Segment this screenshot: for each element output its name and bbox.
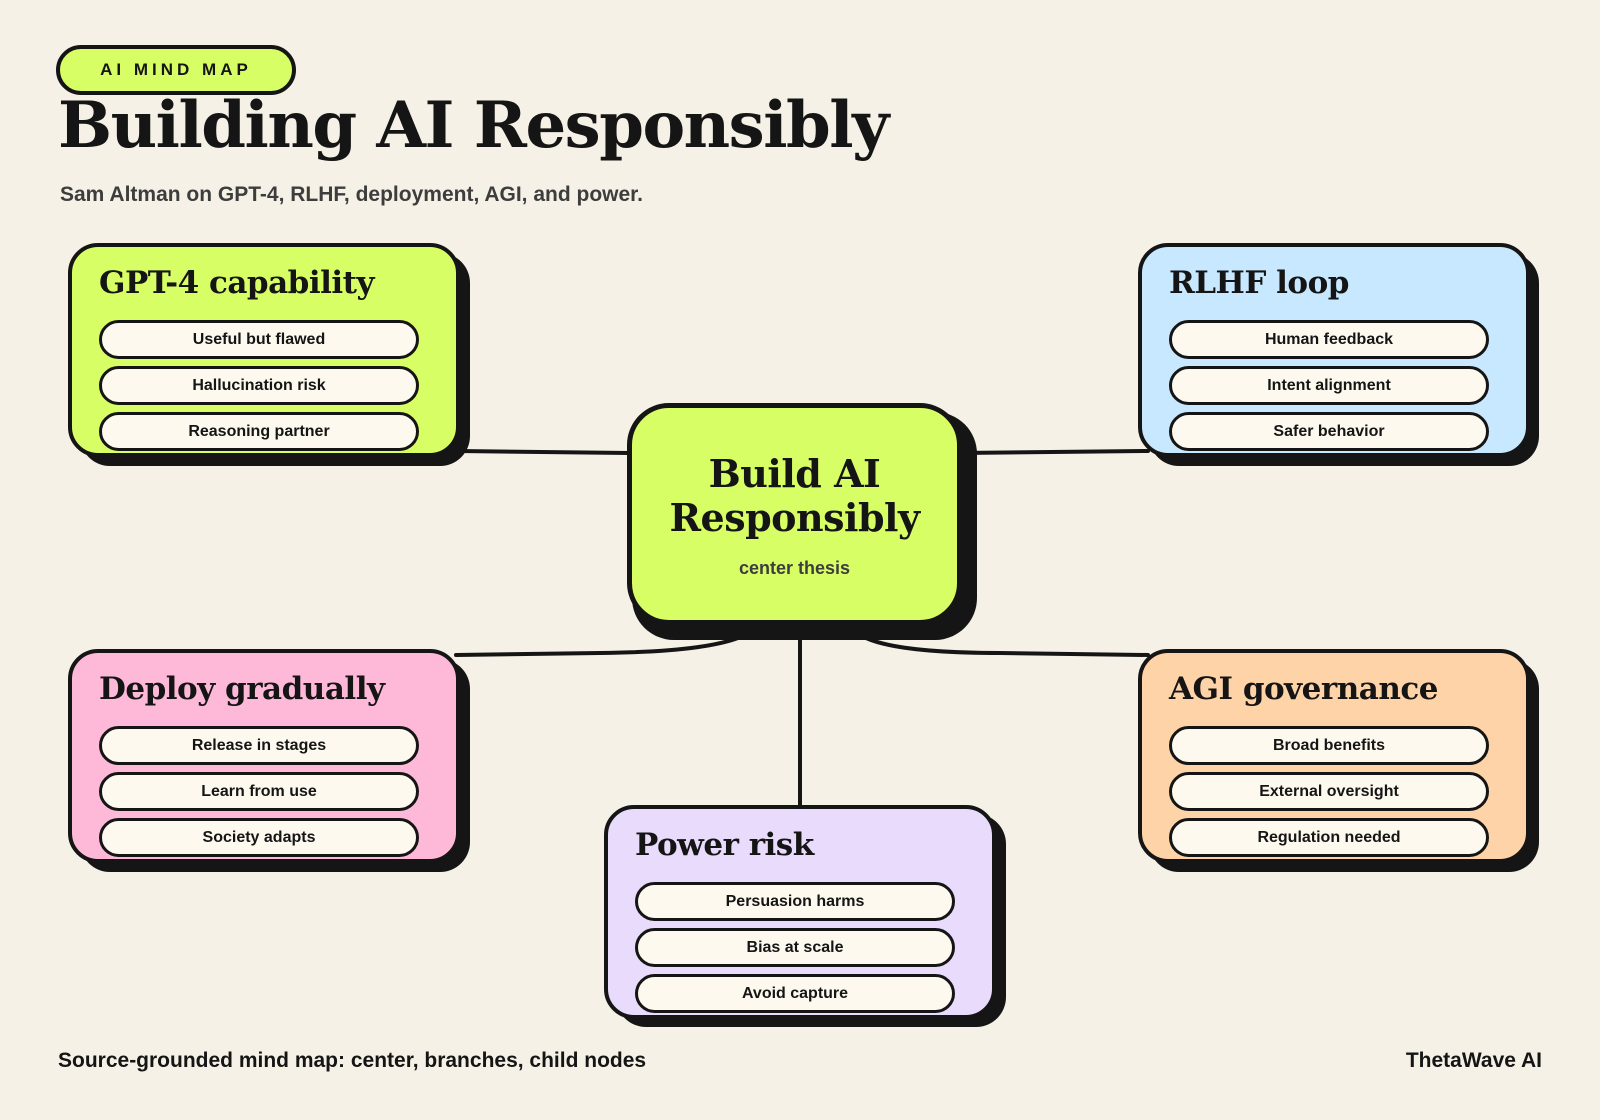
- child-node: Useful but flawed: [99, 320, 419, 359]
- branch-deploy-gradually: Deploy gradually Release in stages Learn…: [68, 649, 460, 863]
- branch-title: Power risk: [635, 827, 814, 863]
- child-node: Avoid capture: [635, 974, 955, 1013]
- branch-agi-governance: AGI governance Broad benefits External o…: [1138, 649, 1530, 863]
- branch-gpt4-capability: GPT-4 capability Useful but flawed Hallu…: [68, 243, 460, 457]
- branch-title: AGI governance: [1169, 671, 1439, 707]
- footer-description: Source-grounded mind map: center, branch…: [58, 1049, 647, 1072]
- child-node: Release in stages: [99, 726, 419, 765]
- child-node: External oversight: [1169, 772, 1489, 811]
- branch-title: Deploy gradually: [99, 671, 385, 707]
- branch-power-risk: Power risk Persuasion harms Bias at scal…: [604, 805, 996, 1019]
- child-node: Hallucination risk: [99, 366, 419, 405]
- branch-title: RLHF loop: [1169, 265, 1349, 301]
- child-node: Persuasion harms: [635, 882, 955, 921]
- connector-gpt4: [456, 449, 631, 455]
- page-subtitle: Sam Altman on GPT-4, RLHF, deployment, A…: [60, 183, 644, 206]
- footer-brand: ThetaWave AI: [1405, 1049, 1542, 1072]
- mind-map-badge: AI MIND MAP: [56, 45, 296, 95]
- connector-deploy: [454, 636, 740, 657]
- branch-rlhf-loop: RLHF loop Human feedback Intent alignmen…: [1138, 243, 1530, 457]
- child-node: Learn from use: [99, 772, 419, 811]
- child-node: Broad benefits: [1169, 726, 1489, 765]
- branch-title: GPT-4 capability: [99, 265, 375, 301]
- center-title-line: Responsibly: [669, 495, 920, 540]
- page-title: Building AI Responsibly: [58, 88, 889, 163]
- center-title-line: Build AI: [708, 451, 881, 496]
- connector-rlhf: [958, 449, 1150, 455]
- center-title: Build AI Responsibly: [632, 452, 957, 540]
- connector-agi: [864, 636, 1150, 657]
- child-node: Bias at scale: [635, 928, 955, 967]
- center-caption: center thesis: [738, 558, 851, 578]
- child-node: Safer behavior: [1169, 412, 1489, 451]
- child-node: Regulation needed: [1169, 818, 1489, 857]
- child-node: Society adapts: [99, 818, 419, 857]
- center-node: Build AI Responsibly center thesis: [627, 403, 962, 625]
- child-node: Human feedback: [1169, 320, 1489, 359]
- child-node: Reasoning partner: [99, 412, 419, 451]
- child-node: Intent alignment: [1169, 366, 1489, 405]
